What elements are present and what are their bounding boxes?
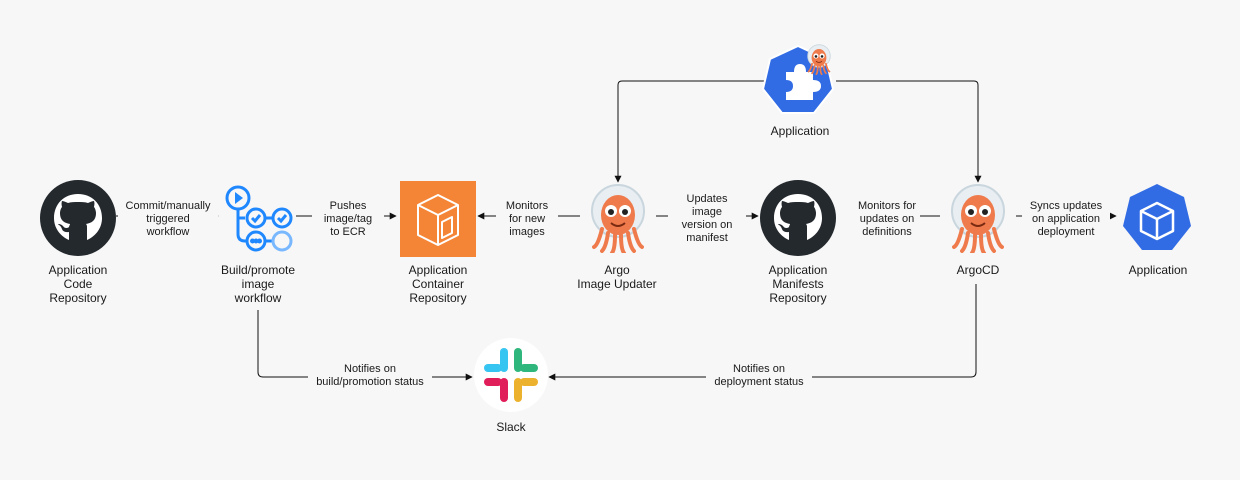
edge-label-updates-manifest: Updates image version on manifest [668,193,746,245]
node-label-argocd: ArgoCD [956,263,1000,277]
edge-label-pushes: Pushes image/tag to ECR [312,200,384,239]
node-label-manifests-repo: Application Manifests Repository [768,263,828,305]
edge-notify-build [257,310,473,381]
aws-ecr-icon [400,181,476,257]
edge-label-notify-deploy: Notifies on deployment status [706,363,812,389]
slack-icon [474,338,548,412]
edge-label-commit: Commit/manually triggered workflow [118,200,218,239]
node-label-slack: Slack [496,420,526,434]
node-label-container-repo: Application Container Repository [408,263,468,305]
node-label-application-crd: Application [770,124,830,138]
edge-notify-deploy [548,284,977,381]
edge-crd-to-updater [614,80,764,183]
github-actions-icon [225,185,293,252]
node-label-app-code-repo: Application Code Repository [48,263,108,305]
edge-label-monitors-images: Monitors for new images [496,200,558,239]
github-icon [40,180,116,256]
argo-octopus-icon [590,183,646,253]
kubernetes-deploy-icon [1123,184,1191,250]
edge-label-notify-build: Notifies on build/promotion status [308,363,432,389]
github-icon [760,180,836,256]
edge-label-monitors-definitions: Monitors for updates on definitions [854,200,920,239]
node-label-image-updater: Argo Image Updater [577,263,657,291]
edge-crd-to-argocd [836,80,982,183]
edge-label-syncs: Syncs updates on application deployment [1022,200,1110,239]
node-label-application-deployed: Application [1128,263,1188,277]
kubernetes-crd-icon [761,43,835,114]
node-label-build-workflow: Build/promote image workflow [220,263,296,305]
argo-octopus-icon [950,183,1006,253]
